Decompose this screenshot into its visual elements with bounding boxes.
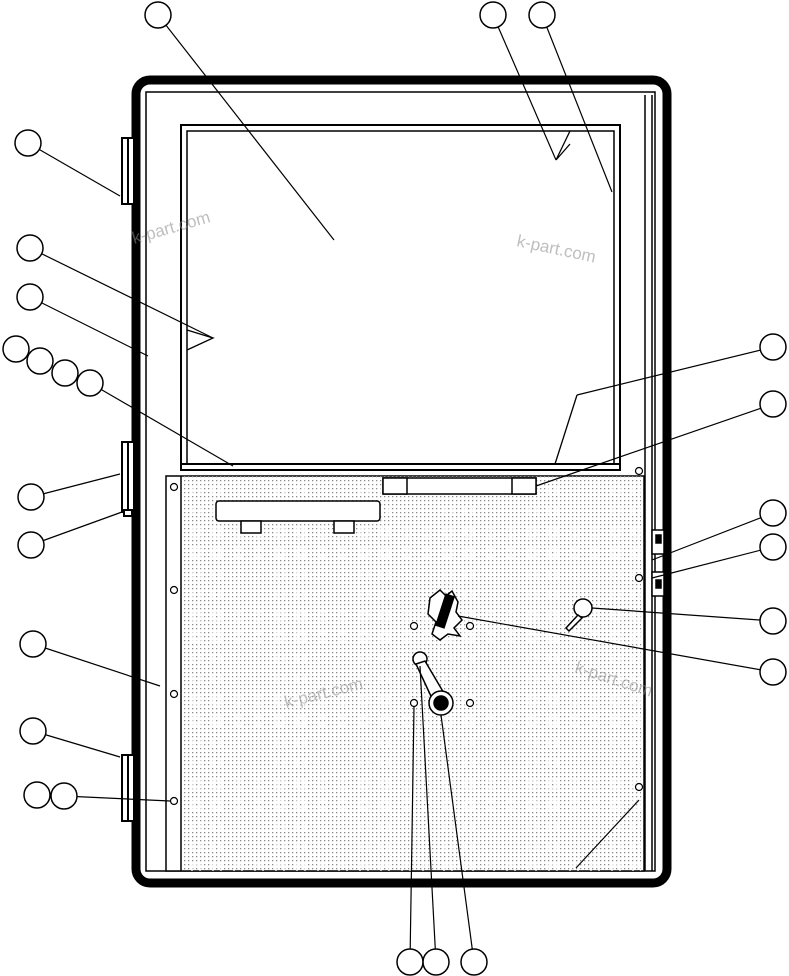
callout-bubble — [51, 359, 79, 387]
callout-bubble — [19, 717, 47, 745]
callout-bubble — [460, 948, 488, 976]
window-seal-left — [186, 329, 215, 351]
callout-bubble — [396, 948, 424, 976]
lock-cam — [434, 593, 456, 629]
key-lock — [564, 598, 593, 633]
callout-bubble — [479, 1, 507, 29]
callout-bubble — [17, 483, 45, 511]
callout-bubble — [50, 782, 78, 810]
callout-bubble — [2, 335, 30, 363]
callout-bubble — [16, 234, 44, 262]
callout-bubble — [16, 283, 44, 311]
callout-bubble — [759, 499, 787, 527]
panel-screws — [169, 466, 644, 806]
callout-bubble — [528, 1, 556, 29]
latch-blocks — [651, 529, 665, 597]
callout-bubble — [144, 1, 172, 29]
callout-bubble — [759, 658, 787, 686]
callout-bubble — [14, 129, 42, 157]
callout-bubble — [26, 347, 54, 375]
top-vent-strip — [382, 477, 537, 495]
callout-bubble — [76, 369, 104, 397]
callout-bubble — [422, 948, 450, 976]
callout-bubble — [19, 630, 47, 658]
hinge-middle — [121, 441, 135, 517]
window-seal-top-right — [555, 130, 571, 161]
callout-bubble — [23, 781, 51, 809]
lower-panel-grid — [181, 476, 641, 871]
window-frame-outer — [180, 124, 621, 471]
callout-bubble — [759, 533, 787, 561]
callout-bubble — [759, 607, 787, 635]
grab-handle — [215, 500, 381, 534]
callout-bubble — [759, 333, 787, 361]
hinge-top — [121, 137, 135, 205]
leader-lines — [27, 14, 774, 963]
watermark-1: k-part.com — [130, 207, 212, 247]
hinge-bottom — [121, 754, 135, 822]
door-frame-outer — [131, 75, 672, 888]
window-seal-bottom-right — [554, 394, 578, 465]
window-glass — [186, 130, 615, 465]
callout-bubble — [17, 531, 45, 559]
watermark-2: k-part.com — [515, 231, 597, 266]
callout-bubble — [759, 390, 787, 418]
